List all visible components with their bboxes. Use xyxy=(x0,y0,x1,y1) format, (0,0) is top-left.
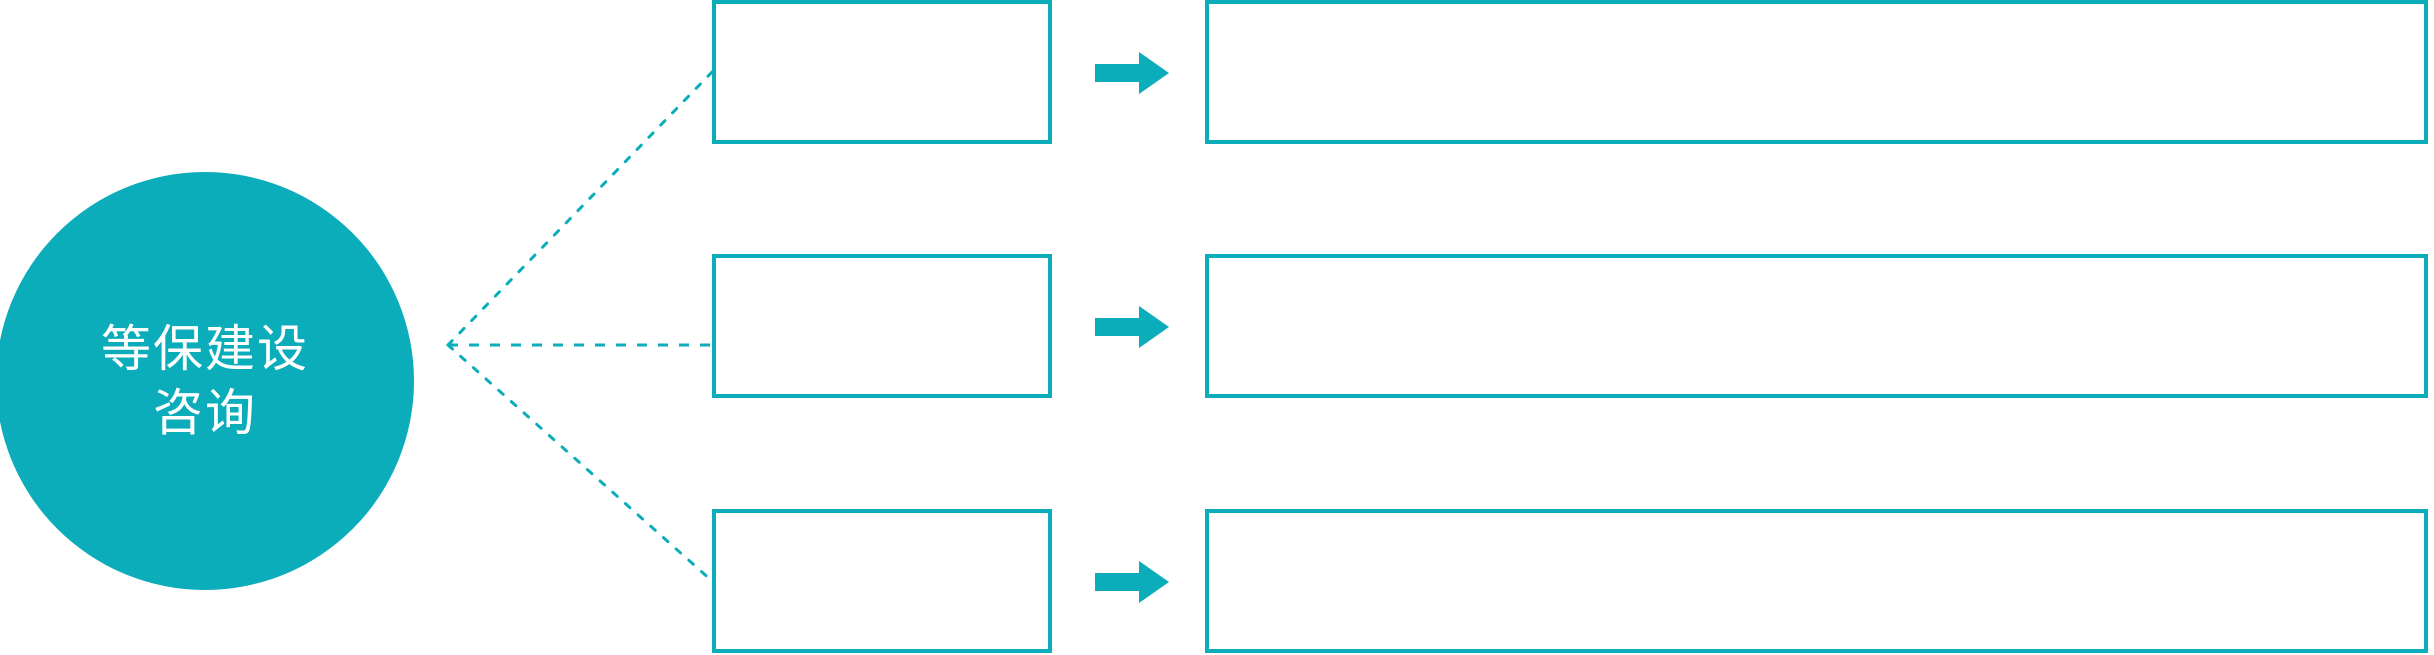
hub-label-line-2: 咨询 xyxy=(153,384,257,442)
label-box-2[interactable] xyxy=(712,254,1052,398)
detail-box-1[interactable] xyxy=(1205,0,2428,144)
detail-box-3[interactable] xyxy=(1205,509,2428,653)
diagram-row xyxy=(0,254,2434,398)
hub-label-line-1: 等保建设 xyxy=(101,320,309,378)
arrow-right-icon xyxy=(1095,304,1169,350)
arrow-right-icon xyxy=(1095,559,1169,605)
label-box-3[interactable] xyxy=(712,509,1052,653)
diagram-row xyxy=(0,0,2434,144)
arrow-right-icon xyxy=(1095,50,1169,96)
label-box-1[interactable] xyxy=(712,0,1052,144)
hub-circle[interactable]: 等保建设 咨询 xyxy=(0,172,414,590)
diagram-row xyxy=(0,509,2434,653)
detail-box-2[interactable] xyxy=(1205,254,2428,398)
